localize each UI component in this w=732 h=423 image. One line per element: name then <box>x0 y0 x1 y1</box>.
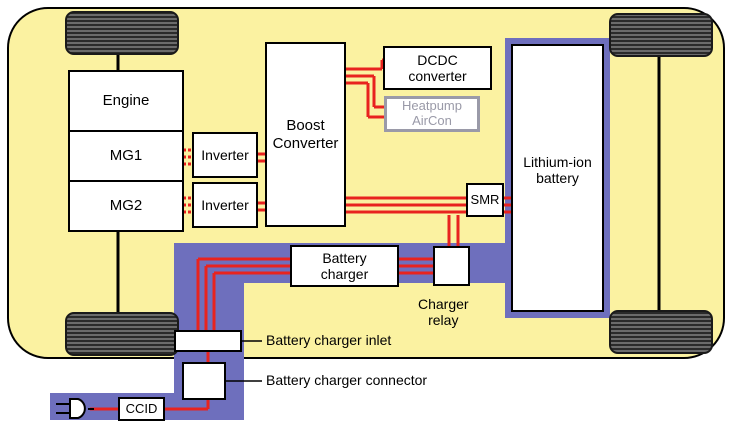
inverter-2-label: Inverter <box>201 196 249 213</box>
wheel-front-top <box>65 11 179 55</box>
power-lines <box>90 58 512 411</box>
heatpump-aircon-box: Heatpump AirCon <box>384 96 480 132</box>
boost-converter-label: Boost Converter <box>272 117 339 152</box>
engine-box: Engine <box>68 70 184 132</box>
wheel-front-bottom <box>65 312 179 356</box>
ccid-box: CCID <box>118 397 165 421</box>
plug-icon <box>56 398 94 419</box>
battery-charger-box: Battery charger <box>290 245 399 287</box>
dcdc-converter-label: DCDC converter <box>408 51 467 84</box>
battery-charger-label: Battery charger <box>320 249 369 282</box>
mg1-box: MG1 <box>68 130 184 182</box>
mg2-box: MG2 <box>68 180 184 232</box>
inverter-2-box: Inverter <box>192 182 258 228</box>
charger-relay-label: Charger relay <box>418 296 469 329</box>
ccid-label: CCID <box>125 400 158 416</box>
inverter-1-label: Inverter <box>201 146 249 163</box>
engine-label: Engine <box>102 92 150 110</box>
wheel-rear-top <box>609 13 713 57</box>
battery-charger-connector-label: Battery charger connector <box>266 372 428 388</box>
charger-relay-box <box>433 246 470 286</box>
battery-charger-inlet-label: Battery charger inlet <box>266 332 392 348</box>
battery-charger-inlet-box <box>174 330 242 352</box>
battery-charger-connector-box <box>182 362 226 400</box>
dcdc-converter-box: DCDC converter <box>383 46 492 90</box>
heatpump-aircon-label: Heatpump AirCon <box>402 98 462 128</box>
lithium-ion-battery-box: Lithium-ion battery <box>511 44 604 312</box>
smr-label: SMR <box>470 191 500 207</box>
boost-converter-box: Boost Converter <box>265 42 346 227</box>
mg1-label: MG1 <box>109 147 143 165</box>
inverter-1-box: Inverter <box>192 132 258 178</box>
lithium-ion-battery-label: Lithium-ion battery <box>523 154 592 187</box>
smr-box: SMR <box>466 183 504 217</box>
wheel-rear-bottom <box>609 310 713 354</box>
mg2-label: MG2 <box>109 197 143 215</box>
